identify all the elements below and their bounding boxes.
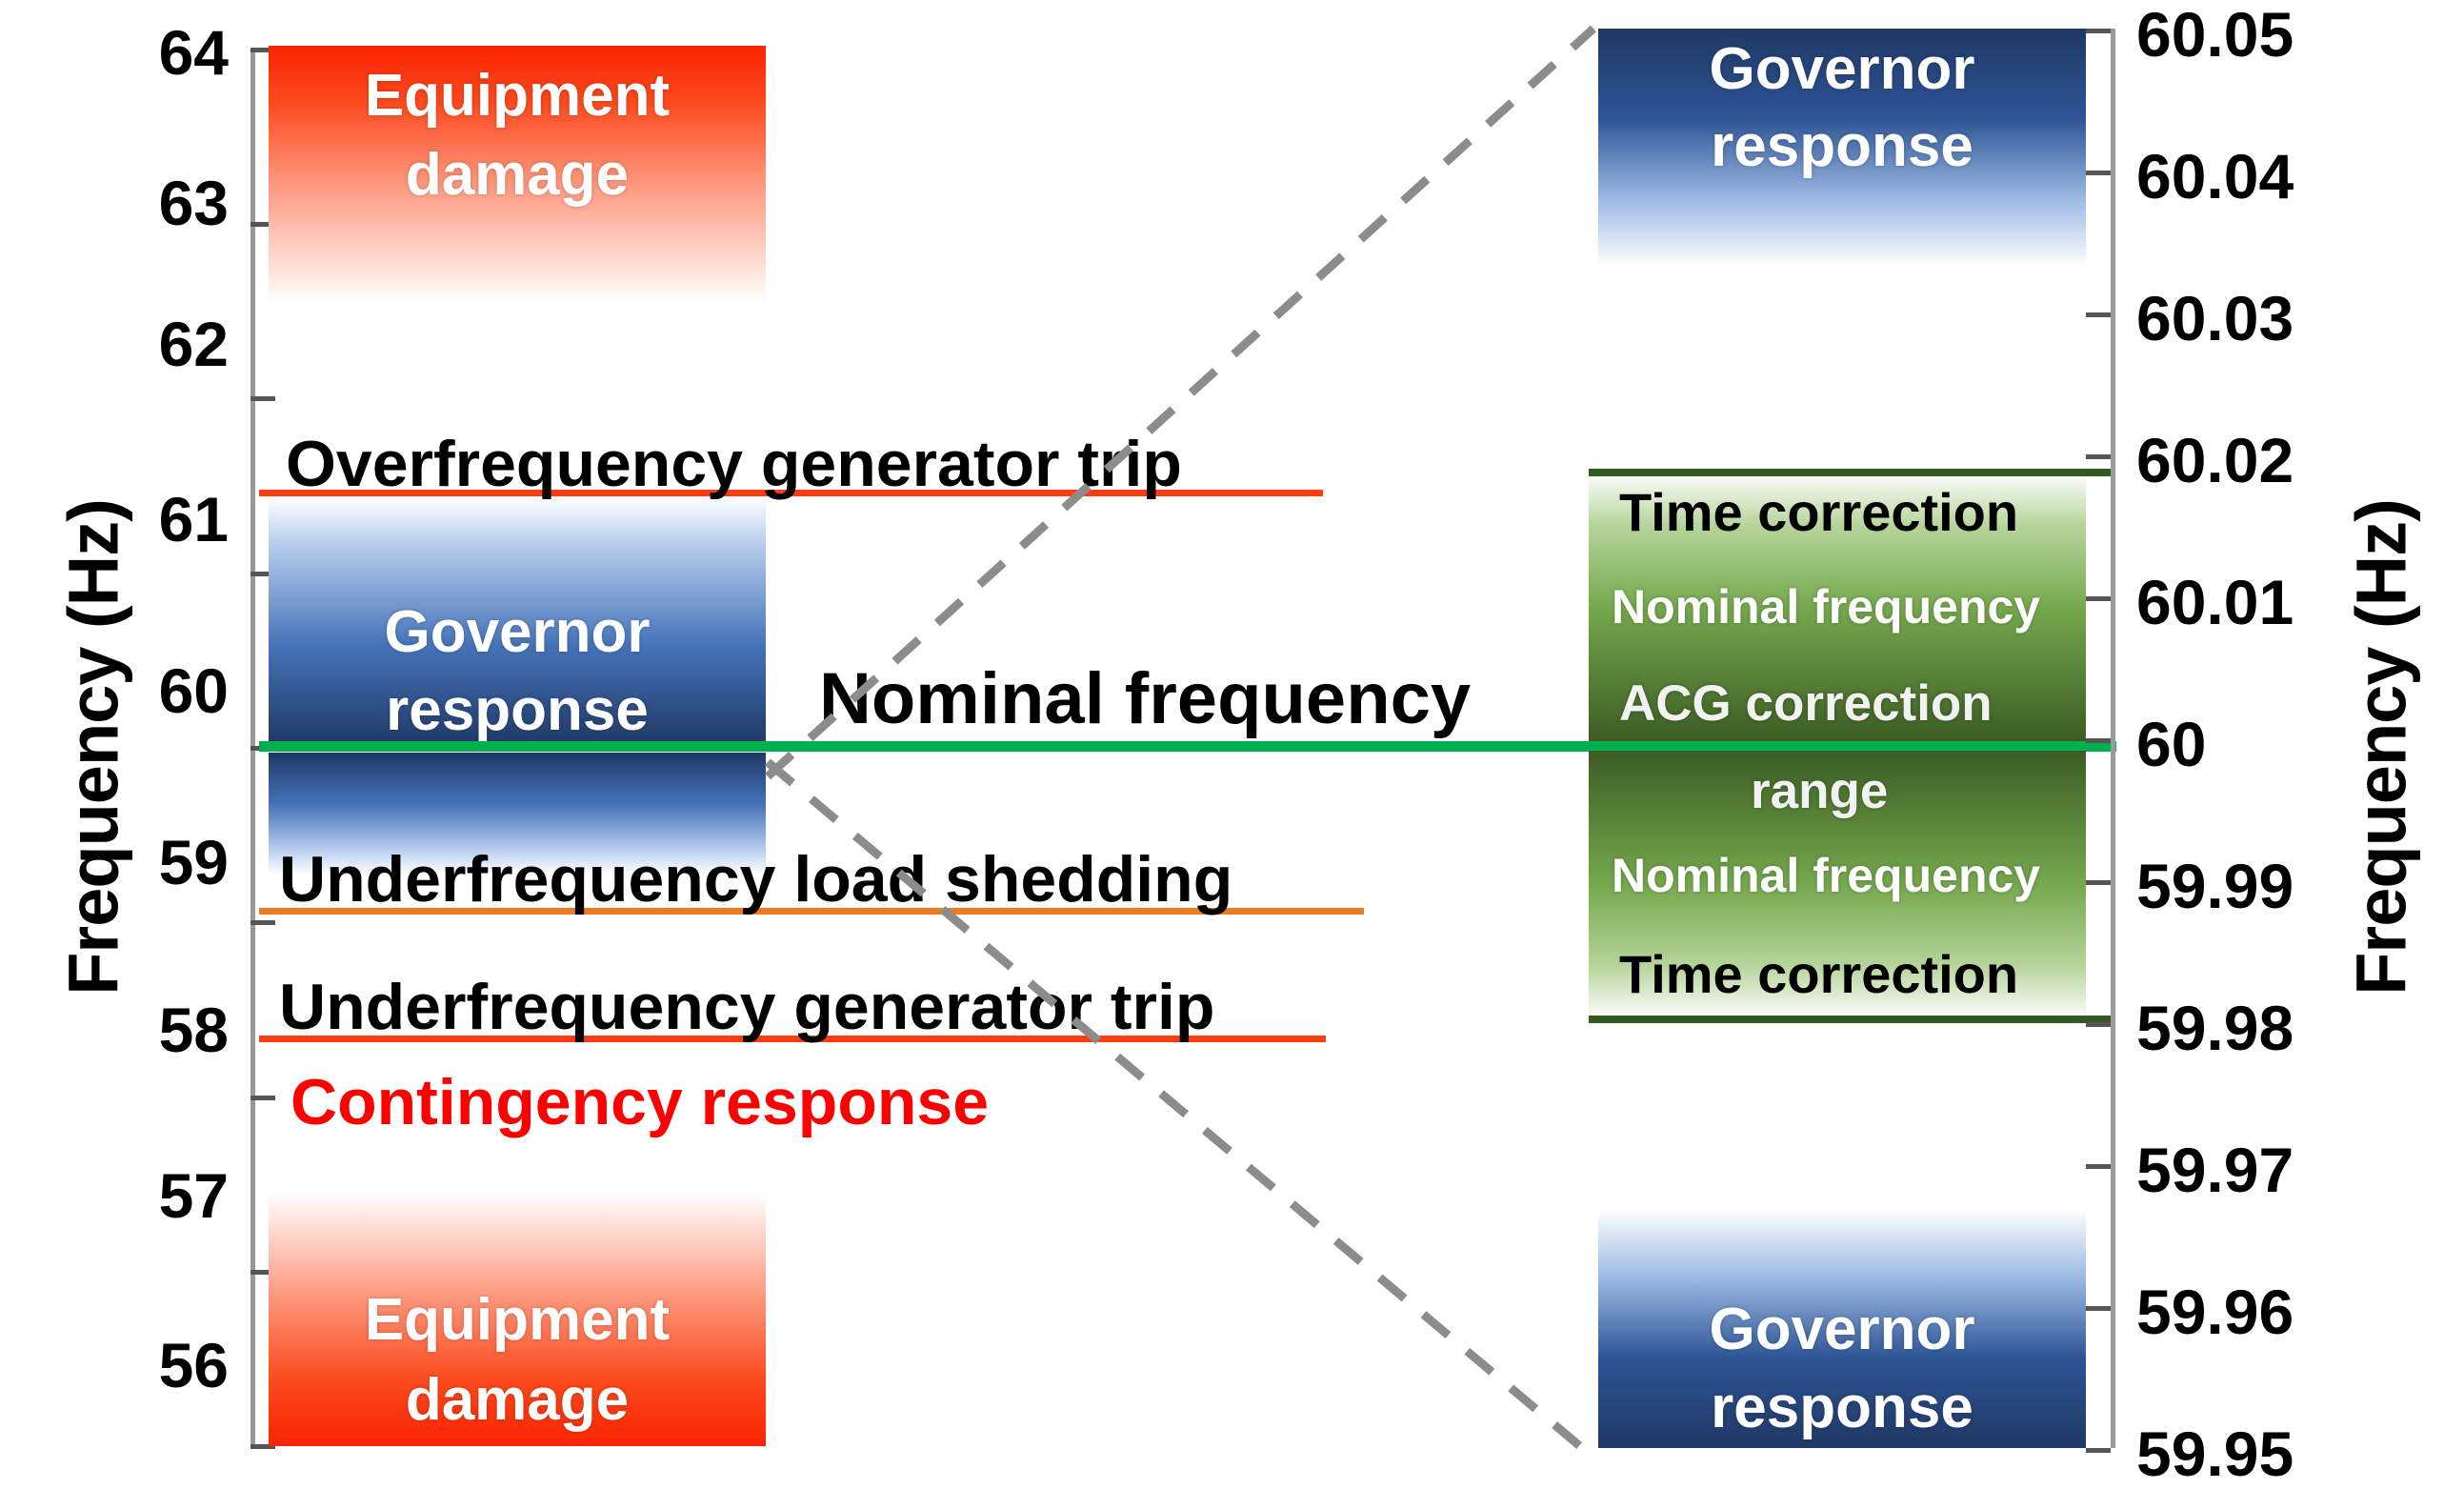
label-nominal-frequency-top: Nominal frequency [1612, 580, 2041, 634]
region-label-line1: Governor [1709, 1297, 1975, 1363]
right-axis-tickmark [2086, 1306, 2111, 1311]
right-axis-tickmark [2086, 1022, 2111, 1027]
left-axis-tickmark [250, 1096, 275, 1100]
right-tick-label: 60.05 [2136, 0, 2294, 70]
left-tick-label: 62 [158, 309, 229, 379]
right-tick-label: 60.01 [2136, 567, 2294, 637]
right-tick-label: 59.96 [2136, 1277, 2294, 1347]
left-tick-label: 56 [158, 1330, 229, 1400]
right-axis-tick-labels: 60.05 60.04 60.03 60.02 60.01 60 59.99 5… [2136, 0, 2403, 1485]
left-tick-label: 64 [158, 17, 229, 88]
right-tick-label: 59.98 [2136, 993, 2294, 1063]
right-tick-label: 59.95 [2136, 1419, 2294, 1489]
right-axis-spine [2111, 29, 2115, 1448]
label-time-correction-top: Time correction [1619, 482, 2019, 542]
region-label-line2: response [1711, 113, 1973, 180]
left-axis-tickmark [250, 48, 275, 52]
label-nominal-frequency: Nominal frequency [819, 658, 1472, 739]
region-equipment-damage-high: Equipment damage [269, 46, 766, 303]
left-tick-label: 61 [158, 484, 229, 554]
region-label-line2: response [1711, 1374, 1973, 1440]
right-axis-tickmark [2086, 312, 2111, 317]
left-tick-label: 58 [158, 995, 229, 1065]
right-region-governor-response-low: Governor response [1598, 1210, 2086, 1448]
right-region-acg-correction-low [1589, 751, 2086, 1019]
label-contingency-response: Contingency response [290, 1066, 990, 1138]
right-axis-tickmark [2086, 880, 2111, 885]
left-axis-tickmark [250, 396, 275, 401]
left-tick-label: 63 [158, 168, 229, 238]
region-label-line2: response [386, 676, 649, 743]
left-tick-label: 60 [158, 655, 229, 726]
right-axis-tickmark [2086, 1164, 2111, 1169]
left-axis-tick-labels: 64 63 62 61 60 59 58 57 56 [86, 0, 229, 1478]
label-underfrequency-generator-trip: Underfrequency generator trip [279, 971, 1215, 1043]
left-axis-tickmark [250, 1270, 275, 1275]
right-axis-tickmark [2086, 596, 2111, 601]
right-tick-label: 60.04 [2136, 141, 2294, 211]
right-tick-label: 60.03 [2136, 283, 2294, 353]
left-axis-tickmark [250, 572, 275, 576]
right-tick-label: 60 [2136, 709, 2207, 779]
region-label-line2: damage [405, 142, 630, 209]
label-underfrequency-load-shedding: Underfrequency load shedding [279, 843, 1233, 916]
label-time-correction-bottom: Time correction [1619, 944, 2019, 1004]
left-tick-label: 57 [158, 1160, 229, 1231]
right-axis-tickmark [2086, 738, 2111, 743]
right-axis-tickmark [2086, 454, 2111, 459]
label-nominal-frequency-bottom: Nominal frequency [1612, 849, 2041, 902]
region-label-line2: damage [405, 1366, 630, 1433]
region-governor-response-low [269, 753, 766, 875]
right-region-acg-correction-high [1589, 473, 2086, 741]
region-governor-response-high: Governor response [269, 497, 766, 747]
region-label-line1: Equipment [364, 1287, 671, 1354]
right-axis-tickmark [2086, 171, 2111, 175]
right-region-governor-response-high: Governor response [1598, 29, 2086, 267]
label-overfrequency-generator-trip: Overfrequency generator trip [286, 428, 1182, 500]
line-time-correction-lower [1589, 1016, 2114, 1023]
right-axis-tickmark [2086, 29, 2111, 33]
left-axis-tickmark [250, 1444, 275, 1449]
region-label-line1: Governor [384, 599, 651, 666]
line-time-correction-upper [1589, 469, 2114, 476]
right-tick-label: 60.02 [2136, 425, 2294, 495]
label-acg-correction-top: ACG correction [1619, 675, 1993, 732]
region-label-line1: Governor [1709, 36, 1975, 102]
left-tick-label: 59 [158, 827, 229, 897]
region-equipment-damage-low: Equipment damage [269, 1194, 766, 1446]
right-tick-label: 59.99 [2136, 851, 2294, 921]
right-axis-tickmark [2086, 1448, 2111, 1453]
region-label-line1: Equipment [364, 63, 671, 129]
right-axis-title: Frequency (Hz) [2341, 499, 2421, 996]
right-tick-label: 59.97 [2136, 1135, 2294, 1205]
label-range-bottom: range [1751, 763, 1889, 819]
left-axis-tickmark [250, 222, 275, 227]
left-axis-tickmark [250, 920, 275, 925]
